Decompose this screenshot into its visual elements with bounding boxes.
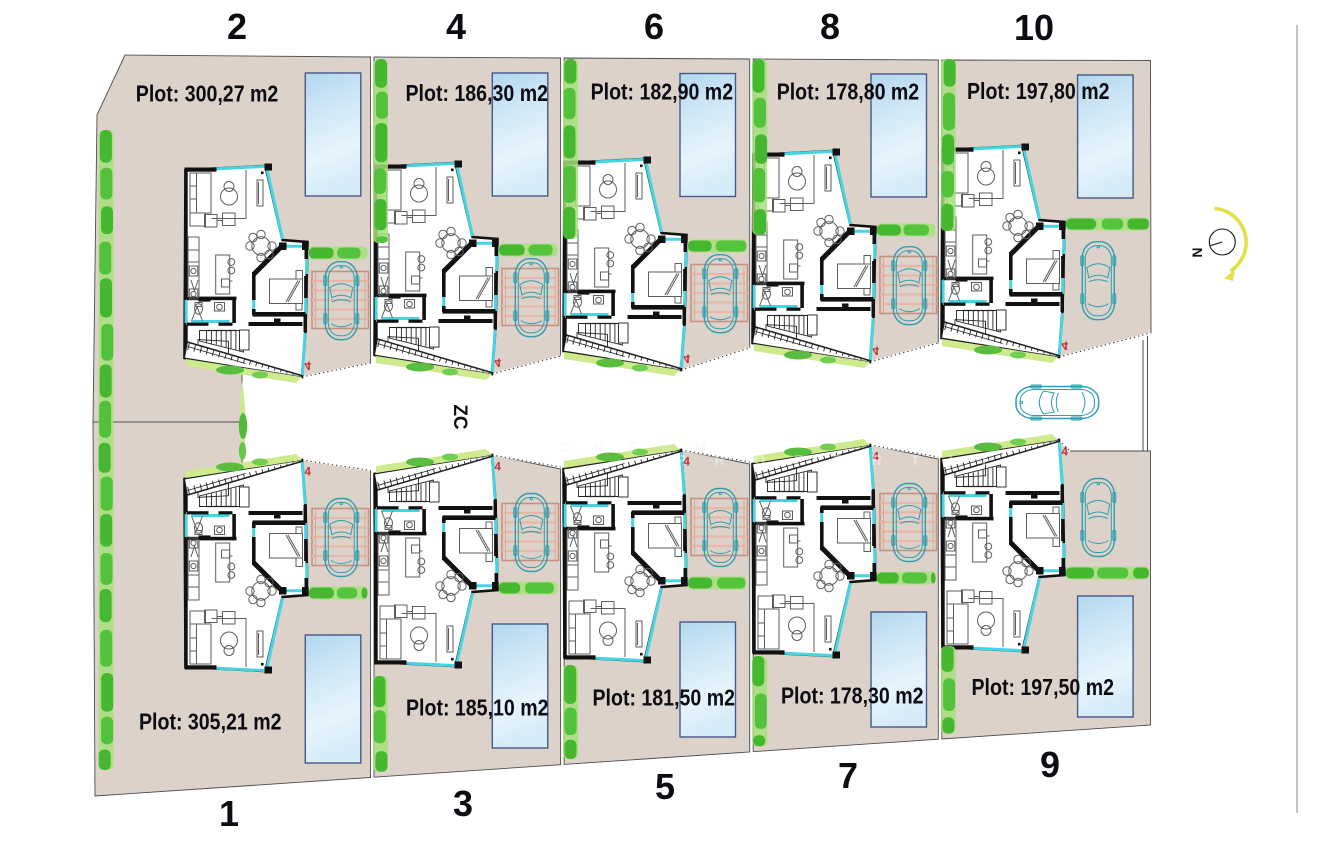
svg-text:2: 2	[227, 6, 247, 47]
svg-text:ZC: ZC	[449, 404, 470, 430]
svg-text:D R E A M: D R E A M	[560, 439, 716, 455]
svg-text:P R O P E R T I E S: P R O P E R T I E S	[676, 453, 1043, 469]
svg-text:5: 5	[655, 766, 675, 807]
svg-text:Plot: 197,80 m2: Plot: 197,80 m2	[967, 78, 1110, 104]
svg-text:Plot: 178,30 m2: Plot: 178,30 m2	[781, 683, 924, 709]
svg-text:Plot: 197,50 m2: Plot: 197,50 m2	[972, 674, 1115, 700]
svg-text:10: 10	[1014, 7, 1054, 48]
svg-text:Plot: 300,27 m2: Plot: 300,27 m2	[136, 81, 278, 107]
svg-text:N: N	[1190, 248, 1206, 258]
svg-text:4: 4	[446, 6, 466, 47]
svg-text:6: 6	[644, 6, 664, 47]
svg-text:7: 7	[838, 755, 858, 796]
svg-text:Plot: 305,21 m2: Plot: 305,21 m2	[139, 709, 282, 735]
svg-text:Plot: 182,90 m2: Plot: 182,90 m2	[591, 79, 734, 105]
svg-text:Plot: 178,80 m2: Plot: 178,80 m2	[777, 79, 920, 105]
svg-text:1: 1	[219, 793, 239, 834]
svg-text:Plot: 186,30 m2: Plot: 186,30 m2	[406, 80, 549, 106]
svg-text:Plot: 185,10 m2: Plot: 185,10 m2	[406, 695, 549, 721]
svg-text:3: 3	[453, 783, 473, 824]
svg-text:Plot: 181,50 m2: Plot: 181,50 m2	[593, 685, 736, 711]
svg-text:9: 9	[1040, 744, 1060, 785]
svg-text:8: 8	[820, 6, 840, 47]
